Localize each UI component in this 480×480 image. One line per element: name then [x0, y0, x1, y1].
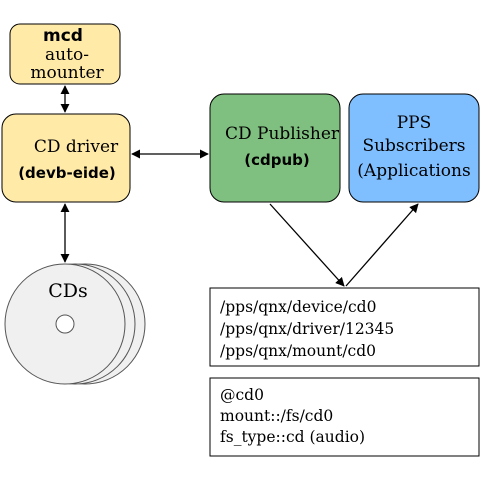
cd-driver-box: [1, 113, 131, 203]
mcd-line3: mounter: [30, 63, 104, 83]
pps-subscribers-line3: (Applications: [357, 161, 470, 181]
cd-publisher-title: CD Publisher: [225, 124, 340, 144]
mcd-title: mcd: [43, 26, 83, 46]
arrow-pps-subscribers: [345, 203, 419, 287]
pps-paths-frame: [209, 287, 480, 367]
cd-driver-subtitle: (devb-eide): [18, 164, 116, 182]
cd-publisher-box: [209, 93, 341, 203]
cd-driver-title: CD driver: [34, 137, 119, 157]
pps-path-driver: /pps/qnx/driver/12345: [220, 320, 394, 338]
mcd-box: [9, 23, 121, 85]
pps-subscribers-box: [348, 93, 480, 203]
cd-publisher-node: CD Publisher (cdpub): [209, 93, 341, 203]
pps-path-mount: /pps/qnx/mount/cd0: [220, 342, 376, 360]
pps-subscribers-node: PPS Subscribers (Applications: [348, 93, 480, 203]
pps-paths-box: /pps/qnx/device/cd0 /pps/qnx/driver/1234…: [209, 287, 480, 367]
pps-subscribers-line1: PPS: [397, 113, 432, 133]
cds-node: CDs: [4, 263, 146, 385]
cd-driver-node: CD driver (devb-eide): [1, 113, 131, 203]
cd-publisher-subtitle: (cdpub): [244, 151, 310, 169]
pps-object-box: @cd0 mount::/fs/cd0 fs_type::cd (audio): [209, 377, 480, 457]
pps-subscribers-line2: Subscribers: [362, 136, 465, 156]
pps-object-mount: mount::/fs/cd0: [220, 407, 333, 425]
pps-path-device: /pps/qnx/device/cd0: [220, 298, 376, 316]
cds-label: CDs: [48, 280, 88, 302]
pps-object-frame: [209, 377, 480, 457]
cd-hole: [55, 314, 75, 334]
mcd-automounter-node: mcd auto- mounter: [9, 23, 121, 85]
connectors: [60, 85, 419, 287]
arrow-publisher-pps: [269, 203, 345, 287]
pps-object-fstype: fs_type::cd (audio): [220, 428, 365, 446]
mcd-line2: auto-: [45, 45, 89, 65]
pps-object-name: @cd0: [220, 386, 264, 404]
